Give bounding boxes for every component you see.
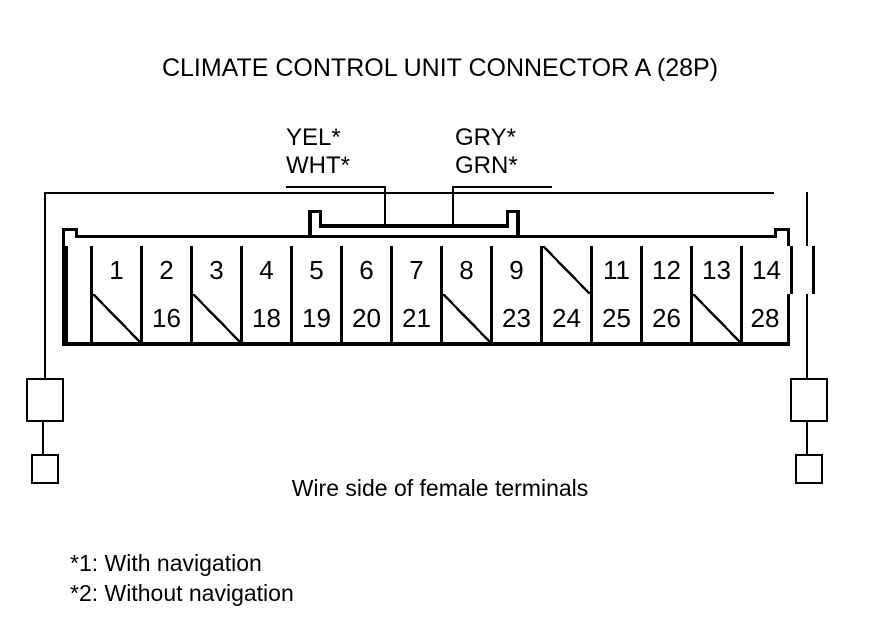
shell-top-left-riser xyxy=(62,228,65,246)
wire-label-right-line2: GRN* xyxy=(455,152,518,179)
center-tab-left-cap xyxy=(308,210,322,213)
center-tab-left-post xyxy=(308,210,312,236)
wire-label-right: GRY* GRN* xyxy=(455,124,518,180)
top-pin-14: 14 xyxy=(740,246,790,294)
shell-top-left-cap xyxy=(62,228,78,231)
center-tab-bridge xyxy=(319,224,509,228)
top-pin-13: 13 xyxy=(690,246,740,294)
shell-top-right-step xyxy=(774,228,777,237)
shell-top-right-cap xyxy=(774,228,790,231)
shell-bottom-bar xyxy=(62,342,790,346)
top-unused-cavity xyxy=(540,246,590,294)
center-tab-right-cap xyxy=(506,210,520,213)
wire-label-left-line1: YEL* xyxy=(286,124,341,151)
lock-leader-left-connector xyxy=(42,420,44,454)
bottom-pin-21: 21 xyxy=(390,294,440,342)
wire-leader-left-drop xyxy=(384,186,386,228)
center-tab-right-post xyxy=(516,210,520,236)
bottom-pin-25: 25 xyxy=(590,294,640,342)
top-edge-gap-left xyxy=(65,246,90,294)
top-pin-2: 2 xyxy=(140,246,190,294)
top-pin-label: 7 xyxy=(409,255,424,285)
lock-leader-left-vertical xyxy=(44,192,46,378)
lock-tab-right-lower xyxy=(795,454,823,484)
bottom-pin-label: 20 xyxy=(352,303,381,333)
top-pin-label: 1 xyxy=(109,255,124,285)
bottom-unused-cavity xyxy=(440,294,490,342)
top-pin-8: 8 xyxy=(440,246,490,294)
top-pin-6: 6 xyxy=(340,246,390,294)
wire-leader-right-drop xyxy=(452,186,454,228)
shell-top-bar xyxy=(75,235,777,238)
top-pin-label: 5 xyxy=(309,255,324,285)
top-pin-5: 5 xyxy=(290,246,340,294)
bottom-pin-label: 23 xyxy=(502,303,531,333)
wire-label-right-line1: GRY* xyxy=(455,124,516,151)
bottom-unused-cavity xyxy=(690,294,740,342)
bottom-pin-label: 18 xyxy=(252,303,281,333)
top-pin-1: 1 xyxy=(90,246,140,294)
bottom-pin-16: 16 xyxy=(140,294,190,342)
bottom-unused-cavity xyxy=(190,294,240,342)
bottom-pin-24: 24 xyxy=(540,294,590,342)
bottom-pin-label: 16 xyxy=(152,303,181,333)
top-pin-label: 2 xyxy=(159,255,174,285)
lock-leader-right-connector xyxy=(806,420,808,454)
connector-row-bottom: 16 18 19 20 21 23 24 25 26 28 xyxy=(65,294,790,342)
bottom-pin-18: 18 xyxy=(240,294,290,342)
footnote-without-navigation: *2: Without navigation xyxy=(70,580,294,606)
wire-label-left: YEL* WHT* xyxy=(286,124,350,180)
shell-top-right-riser xyxy=(787,228,790,246)
wire-leader-left-underline xyxy=(286,186,386,188)
top-pin-label: 3 xyxy=(209,255,224,285)
top-pin-label: 14 xyxy=(752,255,781,285)
top-pin-label: 8 xyxy=(459,255,474,285)
bottom-pin-28: 28 xyxy=(740,294,790,342)
top-pin-label: 12 xyxy=(652,255,681,285)
wire-leader-right-underline xyxy=(452,186,552,188)
top-pin-label: 6 xyxy=(359,255,374,285)
bottom-pin-label: 24 xyxy=(552,303,581,333)
lock-leader-left-top xyxy=(44,192,774,194)
top-pin-3: 3 xyxy=(190,246,240,294)
top-pin-9: 9 xyxy=(490,246,540,294)
shell-left-wall xyxy=(62,246,65,344)
bottom-unused-cavity xyxy=(90,294,140,342)
bottom-edge-gap-left xyxy=(65,294,90,342)
top-pin-11: 11 xyxy=(590,246,640,294)
wire-label-left-line2: WHT* xyxy=(286,152,350,179)
top-pin-label: 9 xyxy=(509,255,524,285)
bottom-pin-20: 20 xyxy=(340,294,390,342)
bottom-pin-23: 23 xyxy=(490,294,540,342)
bottom-pin-label: 25 xyxy=(602,303,631,333)
bottom-pin-26: 26 xyxy=(640,294,690,342)
bottom-pin-label: 21 xyxy=(402,303,431,333)
center-tab-right-inner xyxy=(506,210,509,226)
lock-tab-right-upper xyxy=(790,378,828,422)
bottom-pin-label: 19 xyxy=(302,303,331,333)
top-pin-4: 4 xyxy=(240,246,290,294)
lock-tab-left-lower xyxy=(31,454,59,484)
bottom-pin-label: 28 xyxy=(750,303,780,333)
diagram-title: CLIMATE CONTROL UNIT CONNECTOR A (28P) xyxy=(161,54,719,82)
bottom-pin-19: 19 xyxy=(290,294,340,342)
lock-tab-left-upper xyxy=(26,378,64,422)
top-pin-12: 12 xyxy=(640,246,690,294)
top-pin-label: 11 xyxy=(603,255,630,285)
shell-top-left-step xyxy=(75,228,78,237)
connector-center-lock-tab xyxy=(308,210,520,236)
bottom-pin-label: 26 xyxy=(652,303,681,333)
top-pin-label: 4 xyxy=(259,255,274,285)
footnote-with-navigation: *1: With navigation xyxy=(70,550,262,576)
top-pin-7: 7 xyxy=(390,246,440,294)
top-pin-label: 13 xyxy=(702,255,731,285)
caption-wire-side: Wire side of female terminals xyxy=(291,475,589,501)
center-tab-left-inner xyxy=(319,210,322,226)
top-edge-gap-right xyxy=(790,246,815,294)
